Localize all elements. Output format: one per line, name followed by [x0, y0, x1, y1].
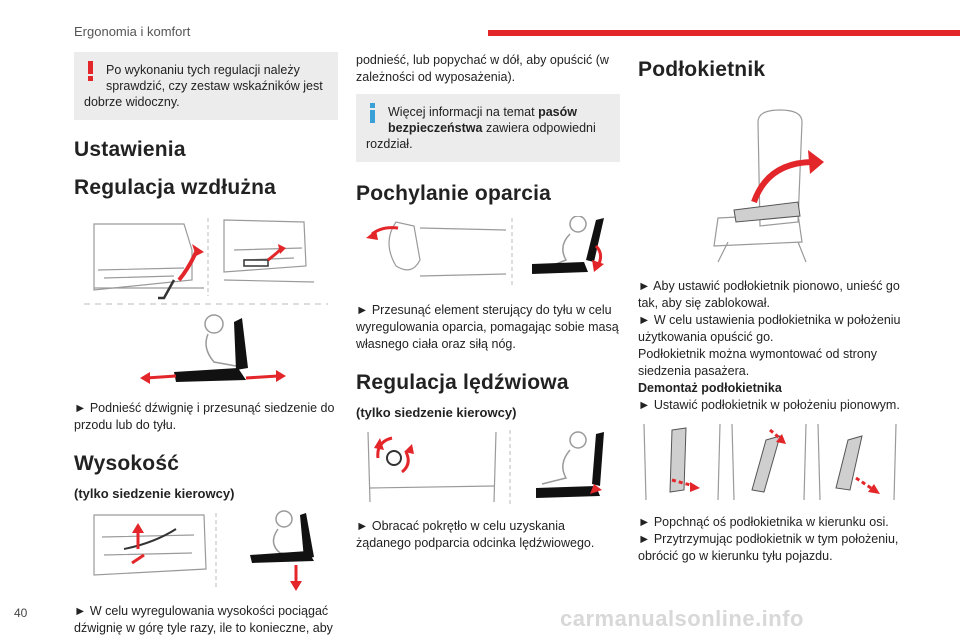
- info-note: Więcej informacji na temat pasów bezpiec…: [356, 94, 620, 162]
- heading-settings: Ustawienia: [74, 138, 186, 161]
- section-header: Ergonomia i komfort: [74, 24, 191, 39]
- lumbar-illustration: [367, 430, 604, 504]
- armrest-removal-illustration: [643, 423, 897, 501]
- armrest-text-5: ► Ustawić podłokietnik w położeniu piono…: [638, 398, 900, 412]
- warning-exclamation-icon: [88, 61, 93, 81]
- armrest-illustration: [713, 109, 824, 263]
- column-3: Podłokietnik ► Aby ustawić podłokietnik …: [638, 52, 902, 565]
- lumbar-subtitle: (tylko siedzenie kierowcy): [356, 405, 517, 420]
- height-adjustment-illustration: [93, 510, 314, 591]
- info-icon: [370, 103, 375, 123]
- height-continued-text: podnieść, lub popychać w dół, aby opuści…: [356, 53, 609, 84]
- armrest-text-1: ► Aby ustawić podłokietnik pionowo, unie…: [638, 279, 900, 310]
- armrest-text-6: ► Popchnąć oś podłokietnika w kierunku o…: [638, 515, 889, 529]
- armrest-text-2: ► W celu ustawienia podłokietnika w poło…: [638, 313, 901, 344]
- heading-armrest: Podłokietnik: [638, 58, 766, 81]
- warning-line-2: sprawdzić, czy zestaw wskaźników jest: [106, 79, 323, 93]
- height-text: ► W celu wyregulowania wysokości pociąga…: [74, 604, 333, 635]
- info-line-2: bezpieczeństwa zawiera odpowiedni: [388, 121, 596, 135]
- longitudinal-adjustment-illustration: [84, 218, 328, 384]
- column-1: Po wykonaniu tych regulacji należy spraw…: [74, 52, 338, 637]
- warning-note: Po wykonaniu tych regulacji należy spraw…: [74, 52, 338, 120]
- heading-height: Wysokość: [74, 452, 180, 475]
- warning-line-1: Po wykonaniu tych regulacji należy: [106, 63, 300, 77]
- heading-recline: Pochylanie oparcia: [356, 182, 552, 205]
- info-line-1: Więcej informacji na temat pasów: [388, 105, 577, 119]
- heading-lumbar: Regulacja lędźwiowa: [356, 371, 569, 394]
- recline-illustration: [366, 216, 604, 288]
- header-accent-bar: [488, 30, 960, 36]
- heading-longitudinal: Regulacja wzdłużna: [74, 176, 276, 199]
- height-subtitle: (tylko siedzenie kierowcy): [74, 486, 235, 501]
- column-2: podnieść, lub popychać w dół, aby opuści…: [356, 52, 620, 552]
- armrest-removal-heading: Demontaż podłokietnika: [638, 381, 782, 395]
- warning-line-3: dobrze widoczny.: [84, 95, 180, 109]
- lumbar-text: ► Obracać pokrętło w celu uzyskania żąda…: [356, 519, 595, 550]
- page-number: 40: [14, 606, 28, 620]
- armrest-text-7: ► Przytrzymując podłokietnik w tym położ…: [638, 532, 899, 563]
- watermark-text: carmanualsonline.info: [560, 606, 804, 631]
- longitudinal-text: ► Podnieść dźwignię i przesunąć siedzeni…: [74, 401, 335, 432]
- armrest-text-3: Podłokietnik można wymontować od strony …: [638, 347, 878, 378]
- recline-text: ► Przesunąć element sterujący do tyłu w …: [356, 303, 619, 351]
- info-line-3: rozdział.: [366, 137, 413, 151]
